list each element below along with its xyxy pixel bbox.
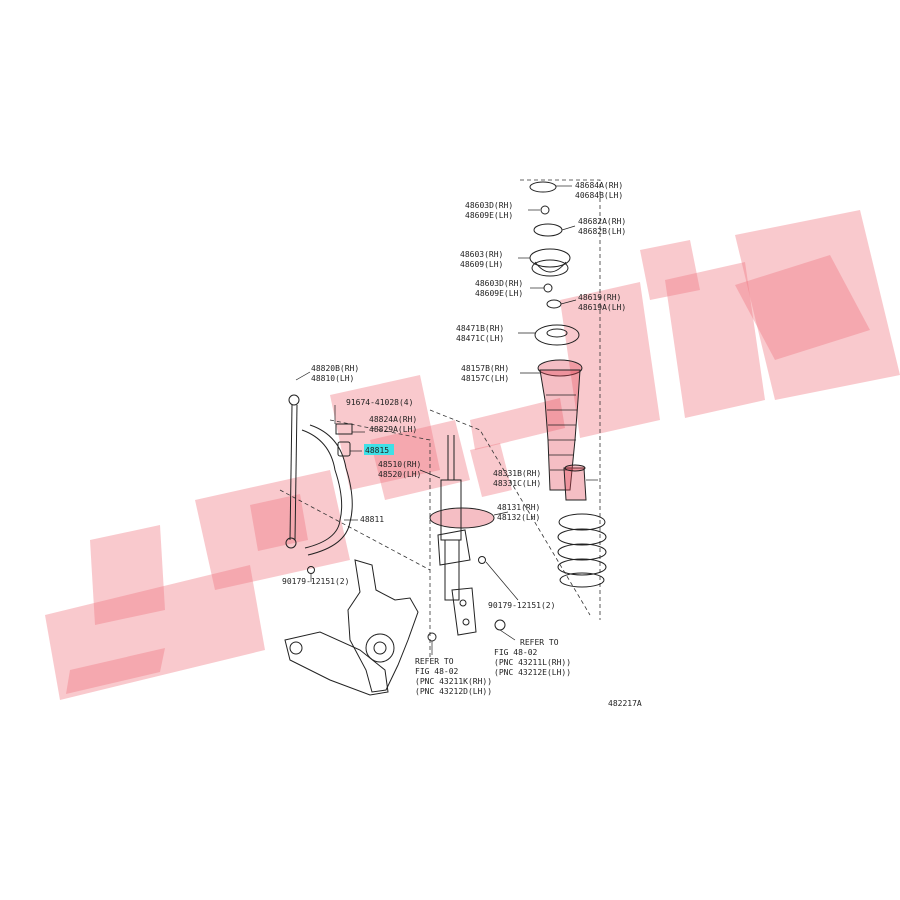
diagram-code: 482217A <box>608 699 642 708</box>
label-48157c: 48157C(LH) <box>461 374 509 383</box>
assembly-outline <box>279 179 601 660</box>
label-48157b: 48157B(RH) <box>461 364 509 373</box>
label-91674: 91674-41028(4) <box>346 398 413 407</box>
label-refer-1-line2: FIG 48-02 <box>494 648 538 657</box>
label-48471b: 48471B(RH) <box>456 324 504 333</box>
label-48609e-second: 48609E(LH) <box>475 289 523 298</box>
label-48684a: 48684A(RH) <box>575 181 623 190</box>
watermark-logo <box>45 210 900 700</box>
label-90179-right: 90179-12151(2) <box>488 601 555 610</box>
label-48131: 48131(RH) <box>497 503 540 512</box>
label-refer-1-line3: (PNC 43211L(RH)) <box>494 658 571 667</box>
label-48520: 48520(LH) <box>378 470 421 479</box>
shock-absorber <box>437 435 477 636</box>
label-refer-1-line4: (PNC 43212E(LH)) <box>494 668 571 677</box>
label-48609: 48609(LH) <box>460 260 503 269</box>
lower-arm <box>284 631 389 696</box>
label-48609e-lh: 48609E(LH) <box>465 211 513 220</box>
label-48471c: 48471C(LH) <box>456 334 504 343</box>
label-48603d-rh: 48603D(RH) <box>465 201 513 210</box>
label-90179-left: 90179-12151(2) <box>282 577 349 586</box>
label-48682b: 48682B(LH) <box>578 227 626 236</box>
label-48682a: 48682A(RH) <box>578 217 626 226</box>
stabilizer-bushing <box>334 405 353 457</box>
label-48510: 48510(RH) <box>378 460 421 469</box>
label-refer-2-line3: (PNC 43211K(RH)) <box>415 677 492 686</box>
label-48684b: 40684B(LH) <box>575 191 623 200</box>
label-48811: 48811 <box>360 515 384 524</box>
part-labels: 48684A(RH) 40684B(LH) 48603D(RH) 48609E(… <box>282 181 642 708</box>
label-48820b: 48820B(RH) <box>311 364 359 373</box>
label-48331b: 48331B(RH) <box>493 469 541 478</box>
label-refer-2-line2: FIG 48-02 <box>415 667 459 676</box>
stabilizer-bar <box>301 424 353 556</box>
label-48810: 48810(LH) <box>311 374 354 383</box>
label-48829a: 48829A(LH) <box>369 425 417 434</box>
coil-spring <box>557 513 607 588</box>
label-refer-1-line1: REFER TO <box>520 638 559 647</box>
spring-seat <box>429 507 495 529</box>
label-48331c: 48331C(LH) <box>493 479 541 488</box>
label-48603d-second: 48603D(RH) <box>475 279 523 288</box>
label-48815: 48815 <box>365 446 389 455</box>
label-48619: 48619(RH) <box>578 293 621 302</box>
stabilizer-link <box>285 394 300 549</box>
highlight-48815 <box>364 444 394 455</box>
label-48132: 48132(LH) <box>497 513 540 522</box>
hardware-nuts <box>307 556 506 631</box>
label-48824a: 48824A(RH) <box>369 415 417 424</box>
label-48619a: 48619A(LH) <box>578 303 626 312</box>
label-48603: 48603(RH) <box>460 250 503 259</box>
dust-boot <box>537 359 583 491</box>
label-refer-2-line4: (PNC 43212D(LH)) <box>415 687 492 696</box>
bump-stopper <box>563 464 587 501</box>
label-refer-2-line1: REFER TO <box>415 657 454 666</box>
leader-lines <box>295 185 598 655</box>
